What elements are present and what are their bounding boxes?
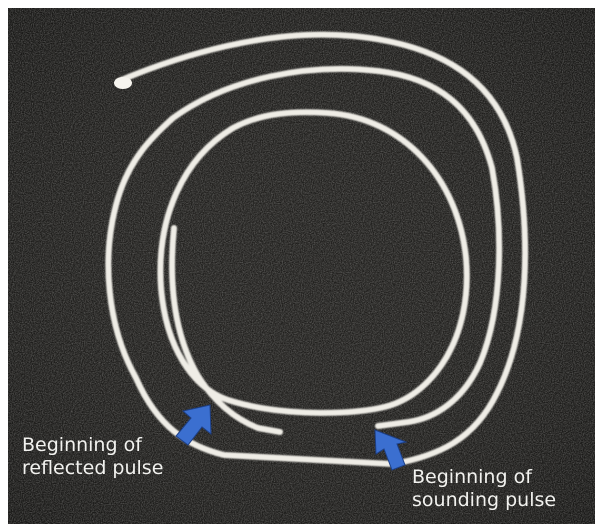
caption-line: reflected pulse [22,457,163,480]
caption-line: Beginning of [22,434,163,457]
caption-line: Beginning of [412,466,556,489]
sounding-pulse-caption: Beginning of sounding pulse [412,466,556,512]
trace-start-blob [114,77,132,89]
caption-line: sounding pulse [412,489,556,512]
oscilloscope-photo: Beginning of reflected pulse Beginning o… [8,8,595,524]
reflected-pulse-caption: Beginning of reflected pulse [22,434,163,480]
